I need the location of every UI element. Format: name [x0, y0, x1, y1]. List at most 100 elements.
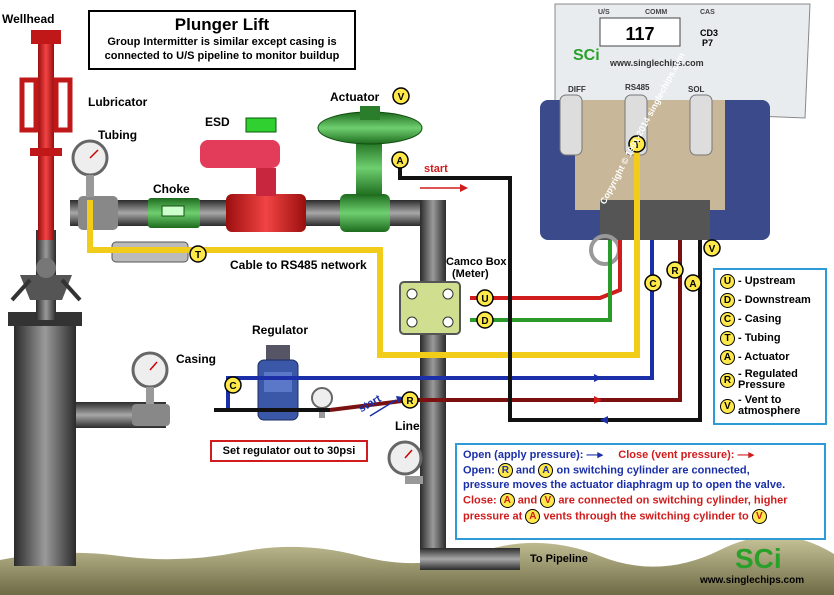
downstream-line [470, 240, 612, 322]
esd-actuator [200, 140, 280, 168]
device-model-1: CD3 [700, 28, 718, 38]
svg-text:U: U [481, 294, 488, 305]
well-casing-pipe [14, 318, 76, 566]
ground [0, 535, 834, 595]
note-badge-a: A [538, 463, 554, 478]
open-text-d: pressure moves the actuator diaphragm up… [463, 479, 786, 492]
device-bottom-label-rs485: RS485 [625, 83, 650, 92]
control-valve-body [340, 194, 390, 232]
casing-line [226, 240, 654, 410]
close-text-e: vents through the switching cylinder to [543, 510, 749, 523]
badge-v-actuator: V [392, 87, 410, 105]
esd-valve-body [226, 194, 306, 232]
badge-t-transmitter: T [189, 245, 207, 263]
note-badge-a3: A [525, 508, 541, 524]
device-top-label-cas: CAS [700, 9, 715, 16]
device-top-label-comm: COMM [645, 9, 667, 16]
note-badge-r: R [497, 463, 513, 478]
sci-logo: SCi [735, 543, 782, 574]
open-label: Open (apply pressure): [463, 449, 584, 461]
label-camco-line2: (Meter) [452, 268, 489, 280]
flowline-to-pipeline [420, 548, 520, 570]
badge-v-device: V [703, 239, 721, 257]
controller-device [540, 3, 811, 266]
label-cable: Cable to RS485 network [230, 258, 367, 272]
device-display: 117 [625, 24, 654, 44]
actuator-line [398, 160, 702, 422]
page-title: Plunger Lift [174, 15, 270, 34]
tubing-signal-line [87, 140, 640, 358]
close-text-b: and [517, 494, 538, 507]
svg-text:T: T [195, 250, 201, 261]
label-regulator: Regulator [252, 323, 309, 337]
label-wellhead: Wellhead [2, 12, 55, 26]
regulator-note: Set regulator out to 30psi [222, 445, 356, 457]
note-badge-v: V [540, 493, 556, 509]
device-top-label-us: U/S [598, 9, 610, 16]
line-gauge [387, 440, 423, 484]
device-bottom-label-diff: DIFF [568, 85, 586, 94]
device-bottom-label-sol: SOL [688, 85, 705, 94]
lubricator-handle-left [19, 77, 39, 133]
label-lubricator: Lubricator [88, 95, 148, 109]
svg-text:C: C [649, 279, 656, 290]
close-label: Close (vent pressure): [618, 449, 735, 461]
tubing-valve [78, 196, 118, 230]
legend-item-downstream: D- Downstream [720, 293, 825, 308]
esd-solenoid [245, 117, 277, 133]
casing-gauge [131, 351, 170, 426]
notes-box: Open (apply pressure): —▸ Close (vent pr… [455, 443, 826, 540]
note-badge-v2: V [751, 508, 767, 524]
svg-text:V: V [709, 244, 716, 255]
regulator-body [257, 345, 299, 421]
close-text-d: pressure at [463, 510, 523, 523]
subtitle-line-1: Group Intermitter is similar except casi… [107, 36, 337, 48]
legend-item-casing: C- Casing [720, 312, 825, 327]
regulated-line [329, 240, 682, 412]
note-badge-a2: A [499, 493, 515, 509]
badge-d-camco: D [476, 311, 494, 329]
device-url: www.singlechips.com [609, 58, 704, 68]
label-esd: ESD [205, 115, 230, 129]
title-box: Plunger Lift Group Intermitter is simila… [88, 10, 356, 70]
svg-text:A: A [396, 156, 403, 167]
badge-a-actuator: A [391, 151, 409, 169]
tree-body [20, 275, 72, 300]
device-brand: SCi [573, 47, 600, 64]
camco-box [399, 281, 461, 335]
svg-text:T: T [634, 140, 640, 151]
lubricator-handle-right [53, 77, 73, 133]
upstream-line [470, 240, 622, 300]
tubing-gauge [71, 139, 109, 197]
svg-text:C: C [229, 381, 236, 392]
badge-r-device: R [666, 261, 684, 279]
open-text-a: Open: [463, 464, 495, 477]
close-text-c: are connected on switching cylinder, hig… [558, 494, 788, 507]
legend-item-upstream: U- Upstream [720, 274, 825, 289]
label-line: Line [395, 419, 420, 433]
badge-c-device: C [644, 274, 662, 292]
label-casing: Casing [176, 352, 217, 366]
legend-box: U- Upstream D- Downstream C- Casing T- T… [713, 268, 827, 425]
badge-a-device: A [684, 274, 702, 292]
label-actuator: Actuator [330, 90, 380, 104]
legend-item-vent: V- Vent to atmosphere [720, 395, 820, 417]
svg-text:R: R [671, 266, 679, 277]
legend-item-actuator: A- Actuator [720, 350, 825, 365]
regulator-note-box: Set regulator out to 30psi [210, 440, 368, 462]
legend-item-regulated: R- Regulated Pressure [720, 369, 820, 391]
label-to-pipeline: To Pipeline [530, 553, 588, 565]
open-text-c: on switching cylinder are connected, [556, 464, 750, 477]
tree-handwheel [36, 258, 56, 278]
svg-text:V: V [398, 92, 405, 103]
open-text-b: and [515, 464, 536, 477]
label-tubing: Tubing [98, 128, 138, 142]
legend-item-tubing: T- Tubing [720, 331, 825, 346]
badge-u-camco: U [476, 289, 494, 307]
badge-r-regulator: R [401, 391, 419, 409]
svg-text:D: D [481, 316, 488, 327]
device-model-2: P7 [702, 38, 713, 48]
regulator-gauge [311, 387, 333, 418]
label-start-top: start [424, 163, 448, 175]
